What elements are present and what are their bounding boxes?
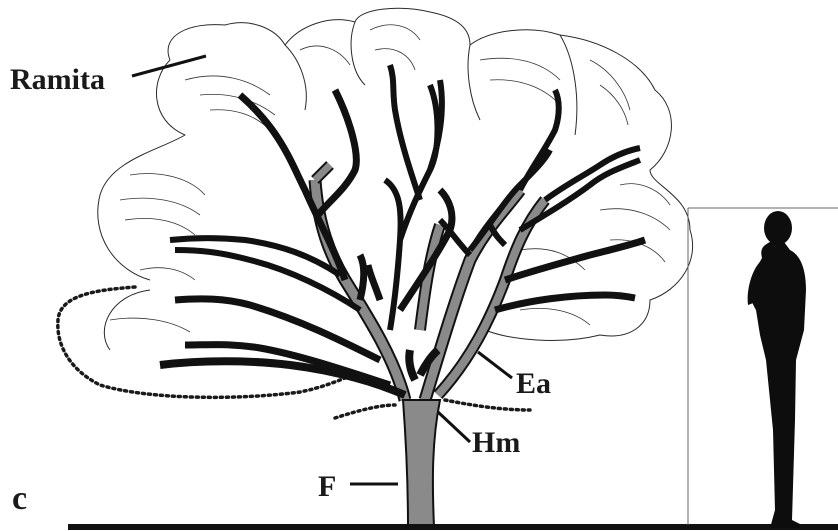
label-ea: Ea [516,367,551,400]
leader-ramita [132,56,206,76]
human-silhouette-icon [748,211,806,528]
label-ramita: Ramita [10,63,105,96]
leader-ea [478,352,512,378]
dark-branches [160,65,645,395]
trunk [403,400,440,527]
panel-letter: c [12,480,27,517]
label-leaders [132,56,512,484]
leader-hm [438,412,470,442]
label-hm: Hm [472,426,520,459]
label-f: F [318,470,336,503]
